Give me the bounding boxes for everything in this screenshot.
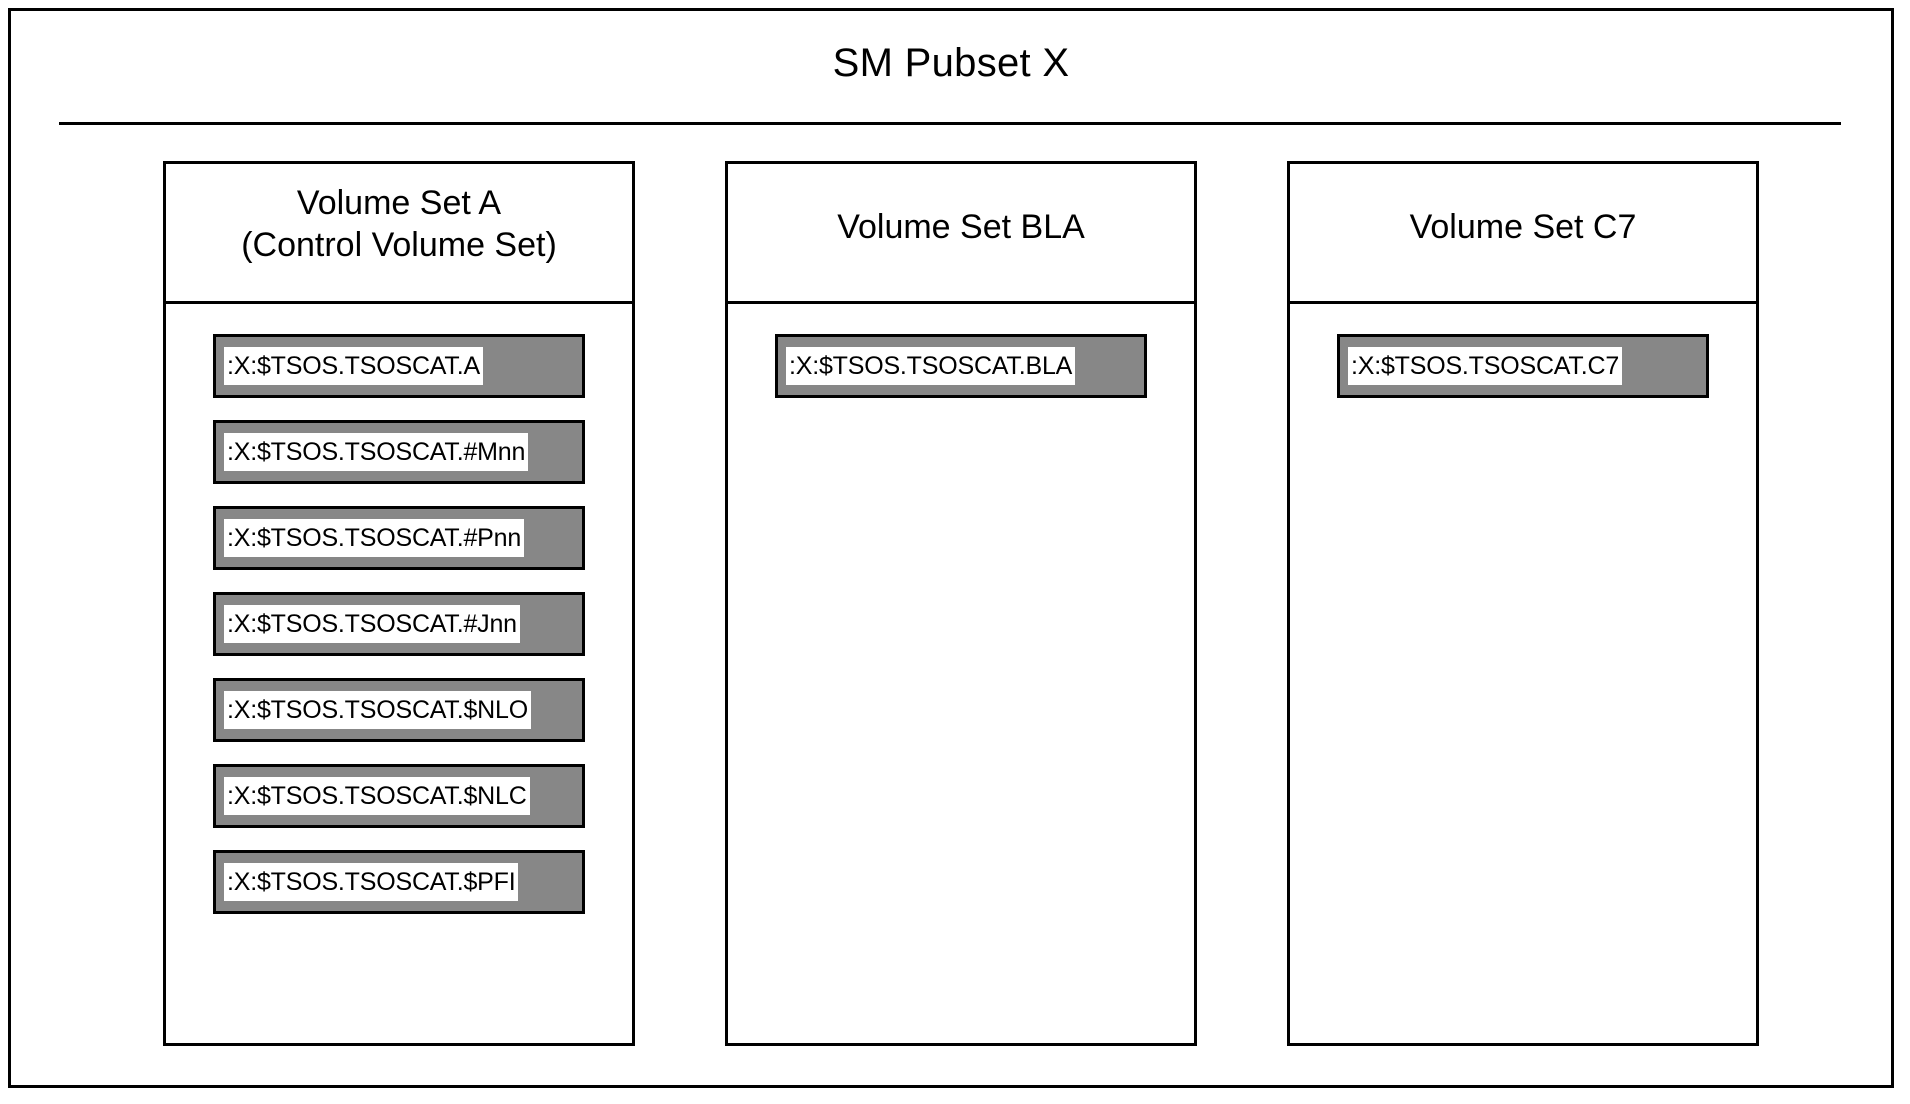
title-divider [59,122,1841,125]
pubset-outer-frame: SM Pubset X Volume Set A (Control Volume… [8,8,1894,1088]
catalog-entry[interactable]: :X:$TSOS.TSOSCAT.$PFI [213,850,585,914]
catalog-entry[interactable]: :X:$TSOS.TSOSCAT.#Mnn [213,420,585,484]
catalog-entry[interactable]: :X:$TSOS.TSOSCAT.$NLO [213,678,585,742]
volume-set-bla: Volume Set BLA :X:$TSOS.TSOSCAT.BLA [725,161,1197,1046]
catalog-entry-label: :X:$TSOS.TSOSCAT.$NLO [224,691,531,729]
volume-set-bla-header: Volume Set BLA [728,164,1194,304]
volume-set-c7-header: Volume Set C7 [1290,164,1756,304]
volume-set-c7-title: Volume Set C7 [1409,208,1637,246]
catalog-entry-label: :X:$TSOS.TSOSCAT.#Jnn [224,605,520,643]
volume-set-a-header: Volume Set A (Control Volume Set) [166,164,632,304]
page-title: SM Pubset X [832,41,1070,85]
catalog-entry-label: :X:$TSOS.TSOSCAT.C7 [1348,347,1623,385]
volume-set-a-body: :X:$TSOS.TSOSCAT.A :X:$TSOS.TSOSCAT.#Mnn… [166,304,632,914]
catalog-entry-label: :X:$TSOS.TSOSCAT.#Mnn [224,433,529,471]
volume-set-bla-body: :X:$TSOS.TSOSCAT.BLA [728,304,1194,398]
catalog-entry[interactable]: :X:$TSOS.TSOSCAT.#Jnn [213,592,585,656]
catalog-entry-label: :X:$TSOS.TSOSCAT.BLA [786,347,1076,385]
catalog-entry-label: :X:$TSOS.TSOSCAT.#Pnn [224,519,525,557]
volume-set-a-title: Volume Set A [296,184,502,222]
volume-set-a-subtitle: (Control Volume Set) [241,226,557,264]
catalog-entry[interactable]: :X:$TSOS.TSOSCAT.$NLC [213,764,585,828]
catalog-entry[interactable]: :X:$TSOS.TSOSCAT.BLA [775,334,1147,398]
catalog-entry-label: :X:$TSOS.TSOSCAT.$NLC [224,777,530,815]
volume-set-c7: Volume Set C7 :X:$TSOS.TSOSCAT.C7 [1287,161,1759,1046]
catalog-entry[interactable]: :X:$TSOS.TSOSCAT.#Pnn [213,506,585,570]
catalog-entry[interactable]: :X:$TSOS.TSOSCAT.C7 [1337,334,1709,398]
catalog-entry[interactable]: :X:$TSOS.TSOSCAT.A [213,334,585,398]
catalog-entry-label: :X:$TSOS.TSOSCAT.$PFI [224,863,519,901]
volume-set-a: Volume Set A (Control Volume Set) :X:$TS… [163,161,635,1046]
volume-set-bla-title: Volume Set BLA [837,208,1085,246]
volume-set-c7-body: :X:$TSOS.TSOSCAT.C7 [1290,304,1756,398]
catalog-entry-label: :X:$TSOS.TSOSCAT.A [224,347,483,385]
